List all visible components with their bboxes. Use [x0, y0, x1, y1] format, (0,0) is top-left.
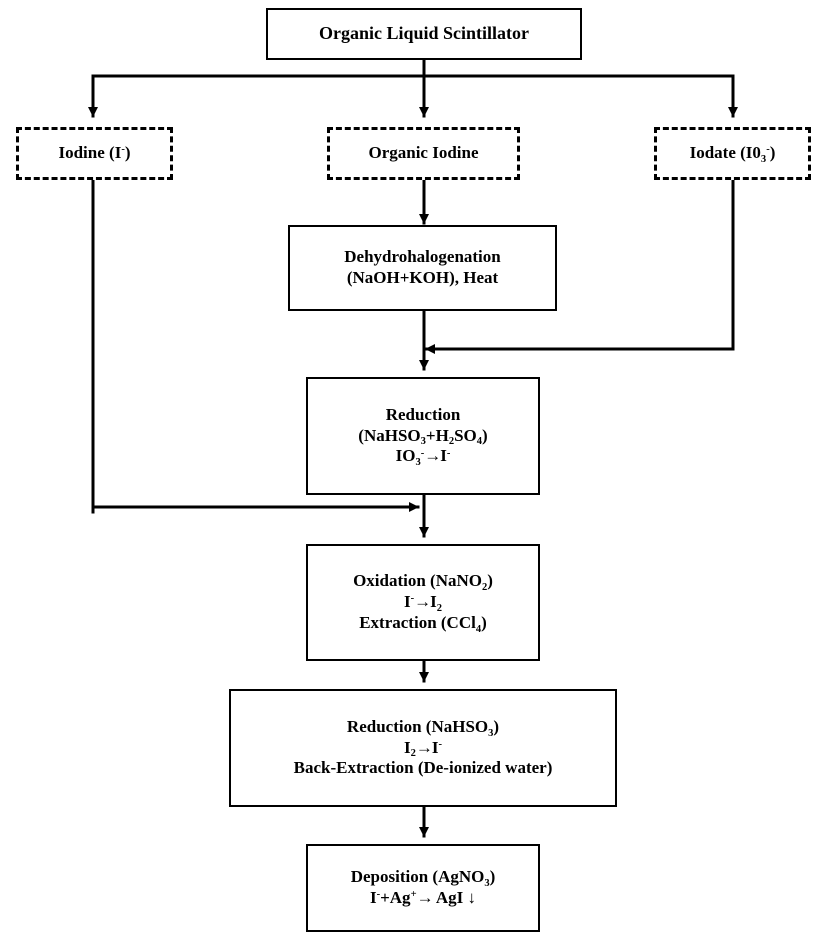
node-oxidation: Oxidation (NaNO2) I-→I2 Extraction (CCl4… [306, 544, 540, 661]
dep2-b: +Ag [380, 888, 411, 907]
reduction2-line2: I2→I- [404, 738, 442, 759]
oxidation-line1: Oxidation (NaNO2) [353, 571, 493, 592]
dep2-c: AgI [432, 888, 468, 907]
node-reduction-1: Reduction (NaHSO3+H2SO4) IO3-→I- [306, 377, 540, 495]
dehydro-line1: Dehydrohalogenation [344, 247, 501, 267]
r1l2-sub1: 3 [420, 436, 426, 448]
ox2-sup: - [410, 593, 415, 605]
reduction1-line3: IO3-→I- [396, 446, 451, 467]
reduction2-line3: Back-Extraction (De-ionized water) [293, 758, 553, 778]
r1l3-sup1: - [420, 447, 425, 459]
ox2-sub: 2 [436, 602, 443, 614]
r2l2-sub: 2 [410, 748, 416, 760]
ox2-arrow: → [414, 592, 431, 612]
iodine-text: Iodine (I [58, 143, 122, 163]
node-organic-liquid-scintillator: Organic Liquid Scintillator [266, 8, 582, 60]
r1l2-b: +H [425, 425, 449, 445]
r2l1-b: ) [493, 716, 500, 736]
r2l2-a: I [403, 737, 411, 757]
deposition-line2: I-+Ag+→ AgI ↓ [370, 888, 476, 909]
r1l3-sub: 3 [415, 457, 421, 469]
ox3-a: Extraction (CCl [359, 612, 476, 632]
r2l2-sup: - [438, 738, 443, 750]
r1l3-arrow: → [424, 446, 441, 466]
node-organic-iodine: Organic Iodine [327, 127, 520, 180]
node-reduction-2: Reduction (NaHSO3) I2→I- Back-Extraction… [229, 689, 617, 807]
node-dehydrohalogenation: Dehydrohalogenation (NaOH+KOH), Heat [288, 225, 557, 311]
r2l1-sub: 3 [488, 727, 494, 739]
dehydro-line2: (NaOH+KOH), Heat [346, 268, 499, 287]
node-organic-iodine-label: Organic Iodine [368, 143, 479, 163]
ox2-b: I [430, 592, 437, 612]
node-iodine: Iodine (I-) [16, 127, 173, 180]
r1l3-sup2: - [446, 447, 451, 459]
r1l2-c: SO [454, 425, 477, 445]
r2l2-b: I [431, 737, 439, 757]
r1l3-a: IO [395, 446, 416, 466]
ox3-sub: 4 [475, 623, 482, 635]
ox1-sub: 2 [482, 582, 488, 594]
r1l2-a: (NaHSO [358, 425, 421, 445]
r2l1-a: Reduction (NaHSO [346, 716, 489, 736]
r2l2-arrow: → [415, 737, 433, 757]
ox1-a: Oxidation (NaNO [353, 571, 482, 591]
reduction1-line1: Reduction [385, 404, 461, 424]
iodate-sub: 3 [760, 153, 767, 165]
reduction1-line2: (NaHSO3+H2SO4) [358, 426, 487, 447]
dep2-arrow: → [416, 888, 434, 907]
node-deposition: Deposition (AgNO3) I-+Ag+→ AgI ↓ [306, 844, 540, 932]
iodine-close: ) [124, 143, 131, 163]
ox1-b: ) [487, 571, 493, 591]
dep2-sup1: - [376, 889, 381, 901]
dep1-b: ) [489, 867, 496, 887]
node-source-label: Organic Liquid Scintillator [318, 23, 530, 44]
dep1-sub: 3 [484, 877, 490, 889]
oxidation-line3: Extraction (CCl4) [359, 613, 487, 634]
node-iodate: Iodate (I03-) [654, 127, 811, 180]
iodate-close: ) [769, 143, 776, 163]
ox3-b: ) [481, 612, 487, 632]
iodine-charge: - [121, 144, 125, 156]
precipitate-arrow-icon: ↓ [467, 888, 477, 907]
reduction2-line1: Reduction (NaHSO3) [347, 717, 499, 738]
iodate-text: Iodate (I0 [689, 143, 761, 163]
r1l3-b: I [440, 446, 447, 466]
deposition-line1: Deposition (AgNO3) [351, 867, 496, 888]
r1l2-sub2: 2 [448, 436, 455, 448]
oxidation-line2: I-→I2 [404, 592, 442, 613]
iodate-charge: - [766, 144, 770, 156]
dep1-a: Deposition (AgNO [350, 867, 485, 887]
node-iodate-label: Iodate (I03-) [690, 143, 776, 164]
r1l2-sub3: 4 [476, 436, 483, 448]
r1l2-d: ) [482, 425, 488, 445]
dep2-a: I [369, 888, 377, 907]
dep2-sup2: + [410, 889, 417, 901]
node-iodine-label: Iodine (I-) [58, 143, 130, 164]
ox2-a: I [403, 592, 411, 612]
